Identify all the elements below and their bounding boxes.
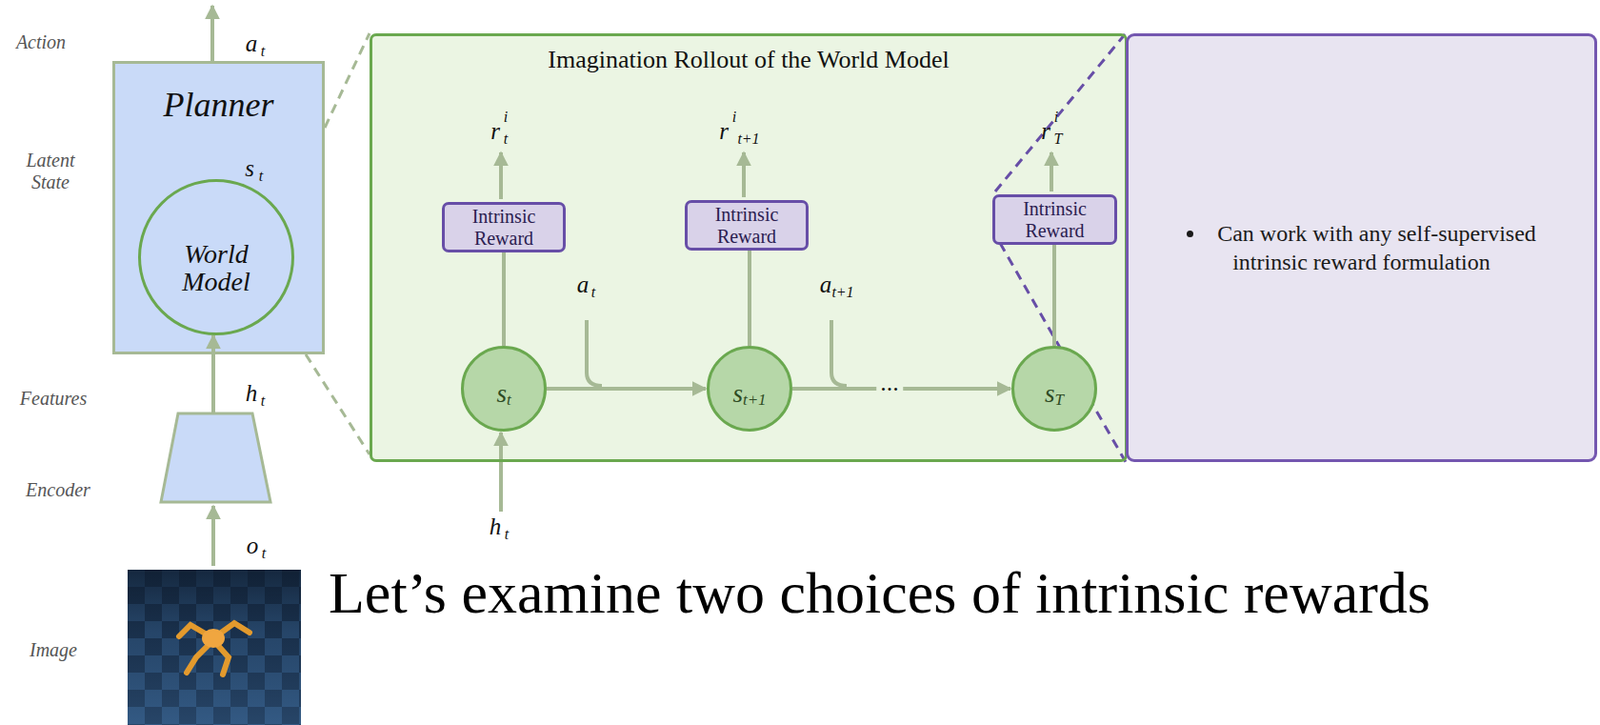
reward-arrow bbox=[1049, 152, 1054, 192]
reward-box: Intrinsic Reward bbox=[992, 194, 1118, 245]
state-symbol: s bbox=[496, 379, 507, 409]
node-content: st bbox=[463, 348, 544, 429]
variable-symbol: s bbox=[244, 156, 255, 180]
state-circle: st+1 bbox=[706, 345, 793, 432]
node-content: Intrinsic Reward bbox=[444, 204, 563, 250]
feature-arrow bbox=[211, 335, 216, 414]
variable-symbol: h bbox=[489, 514, 502, 539]
action-input-line bbox=[831, 320, 847, 386]
action-arrow bbox=[210, 5, 215, 61]
connector bbox=[501, 252, 506, 346]
reward-box: Intrinsic Reward bbox=[441, 201, 566, 253]
reward-arrow bbox=[741, 152, 746, 198]
reward-arrow bbox=[499, 152, 503, 200]
row-label: Encoder bbox=[25, 480, 91, 500]
node-label: Intrinsic Reward bbox=[695, 203, 799, 248]
row-label: Latent State bbox=[12, 149, 89, 194]
node-label: Intrinsic Reward bbox=[452, 205, 556, 250]
superscript: i bbox=[1054, 109, 1059, 125]
planner-box: PlannerWorld Model bbox=[112, 60, 325, 355]
floor bbox=[127, 569, 301, 725]
node-label: Can work with any self-supervised intrin… bbox=[1155, 219, 1568, 277]
ant-body bbox=[201, 628, 225, 648]
subscript: t+1 bbox=[737, 131, 760, 147]
node-content: Intrinsic Reward bbox=[995, 197, 1115, 242]
state-symbol: s bbox=[732, 379, 743, 409]
state-symbol: s bbox=[1044, 379, 1056, 409]
connector bbox=[546, 386, 706, 391]
node-content: World Model bbox=[140, 181, 292, 333]
node-content: sT bbox=[1014, 348, 1095, 429]
world-model-circle: World Model bbox=[138, 179, 295, 336]
node-label: World Model bbox=[166, 240, 266, 297]
floor-shade bbox=[127, 569, 301, 725]
node-content: Intrinsic Reward bbox=[687, 202, 806, 248]
subscript: T bbox=[1055, 390, 1064, 410]
variable-symbol: r bbox=[719, 119, 729, 143]
connector bbox=[747, 250, 752, 346]
subscript: T bbox=[1054, 131, 1063, 147]
row-label: Action bbox=[16, 32, 66, 52]
rollout-panel-fill bbox=[369, 33, 1128, 462]
subscript: t bbox=[261, 545, 266, 561]
node-label: Imagination Rollout of the World Model bbox=[547, 45, 949, 74]
node-label: Planner bbox=[163, 85, 275, 124]
zoom-line bbox=[1000, 242, 1126, 462]
subscript: t bbox=[504, 526, 509, 542]
variable-symbol: a bbox=[577, 272, 590, 297]
zoom-line bbox=[995, 33, 1126, 192]
ant-legs bbox=[179, 622, 250, 675]
variable-symbol: a bbox=[820, 272, 833, 297]
subscript: t bbox=[260, 393, 265, 409]
ellipsis: ... bbox=[876, 370, 903, 396]
state-circle: st bbox=[460, 345, 547, 432]
planner-fill bbox=[112, 60, 325, 355]
subscript: t bbox=[506, 390, 512, 410]
action-input-line bbox=[586, 320, 602, 386]
subscript: t+1 bbox=[742, 390, 767, 410]
zoom-line bbox=[324, 33, 370, 128]
slide-title: Let’s examine two choices of intrinsic r… bbox=[328, 560, 1431, 625]
subscript: t bbox=[503, 131, 508, 147]
subscript: t bbox=[591, 284, 596, 300]
zoom-line bbox=[305, 354, 370, 455]
variable-symbol: r bbox=[490, 119, 500, 143]
encoder-trapezoid bbox=[160, 413, 271, 502]
state-circle: sT bbox=[1011, 345, 1098, 432]
row-label: Features bbox=[20, 388, 87, 408]
connector bbox=[1052, 244, 1057, 346]
rollout-panel: Imagination Rollout of the World ModelIn… bbox=[369, 33, 1128, 462]
ant-image bbox=[127, 569, 301, 725]
variable-symbol: h bbox=[245, 380, 259, 405]
variable-symbol: r bbox=[1040, 119, 1051, 143]
row-label: Image bbox=[29, 640, 78, 660]
image-arrow bbox=[211, 505, 216, 566]
superscript: i bbox=[732, 109, 737, 125]
subscript: t bbox=[260, 43, 265, 60]
node-label: Intrinsic Reward bbox=[1002, 198, 1107, 242]
feature-arrow bbox=[499, 432, 503, 512]
subscript: t bbox=[259, 168, 263, 184]
subscript: t+1 bbox=[831, 284, 854, 300]
variable-symbol: o bbox=[246, 533, 260, 558]
superscript: i bbox=[503, 109, 508, 125]
note-panel: Can work with any self-supervised intrin… bbox=[1125, 33, 1598, 462]
reward-box: Intrinsic Reward bbox=[684, 200, 809, 251]
node-content: Can work with any self-supervised intrin… bbox=[1128, 36, 1595, 460]
node-content: st+1 bbox=[709, 348, 790, 429]
variable-symbol: a bbox=[245, 31, 259, 56]
